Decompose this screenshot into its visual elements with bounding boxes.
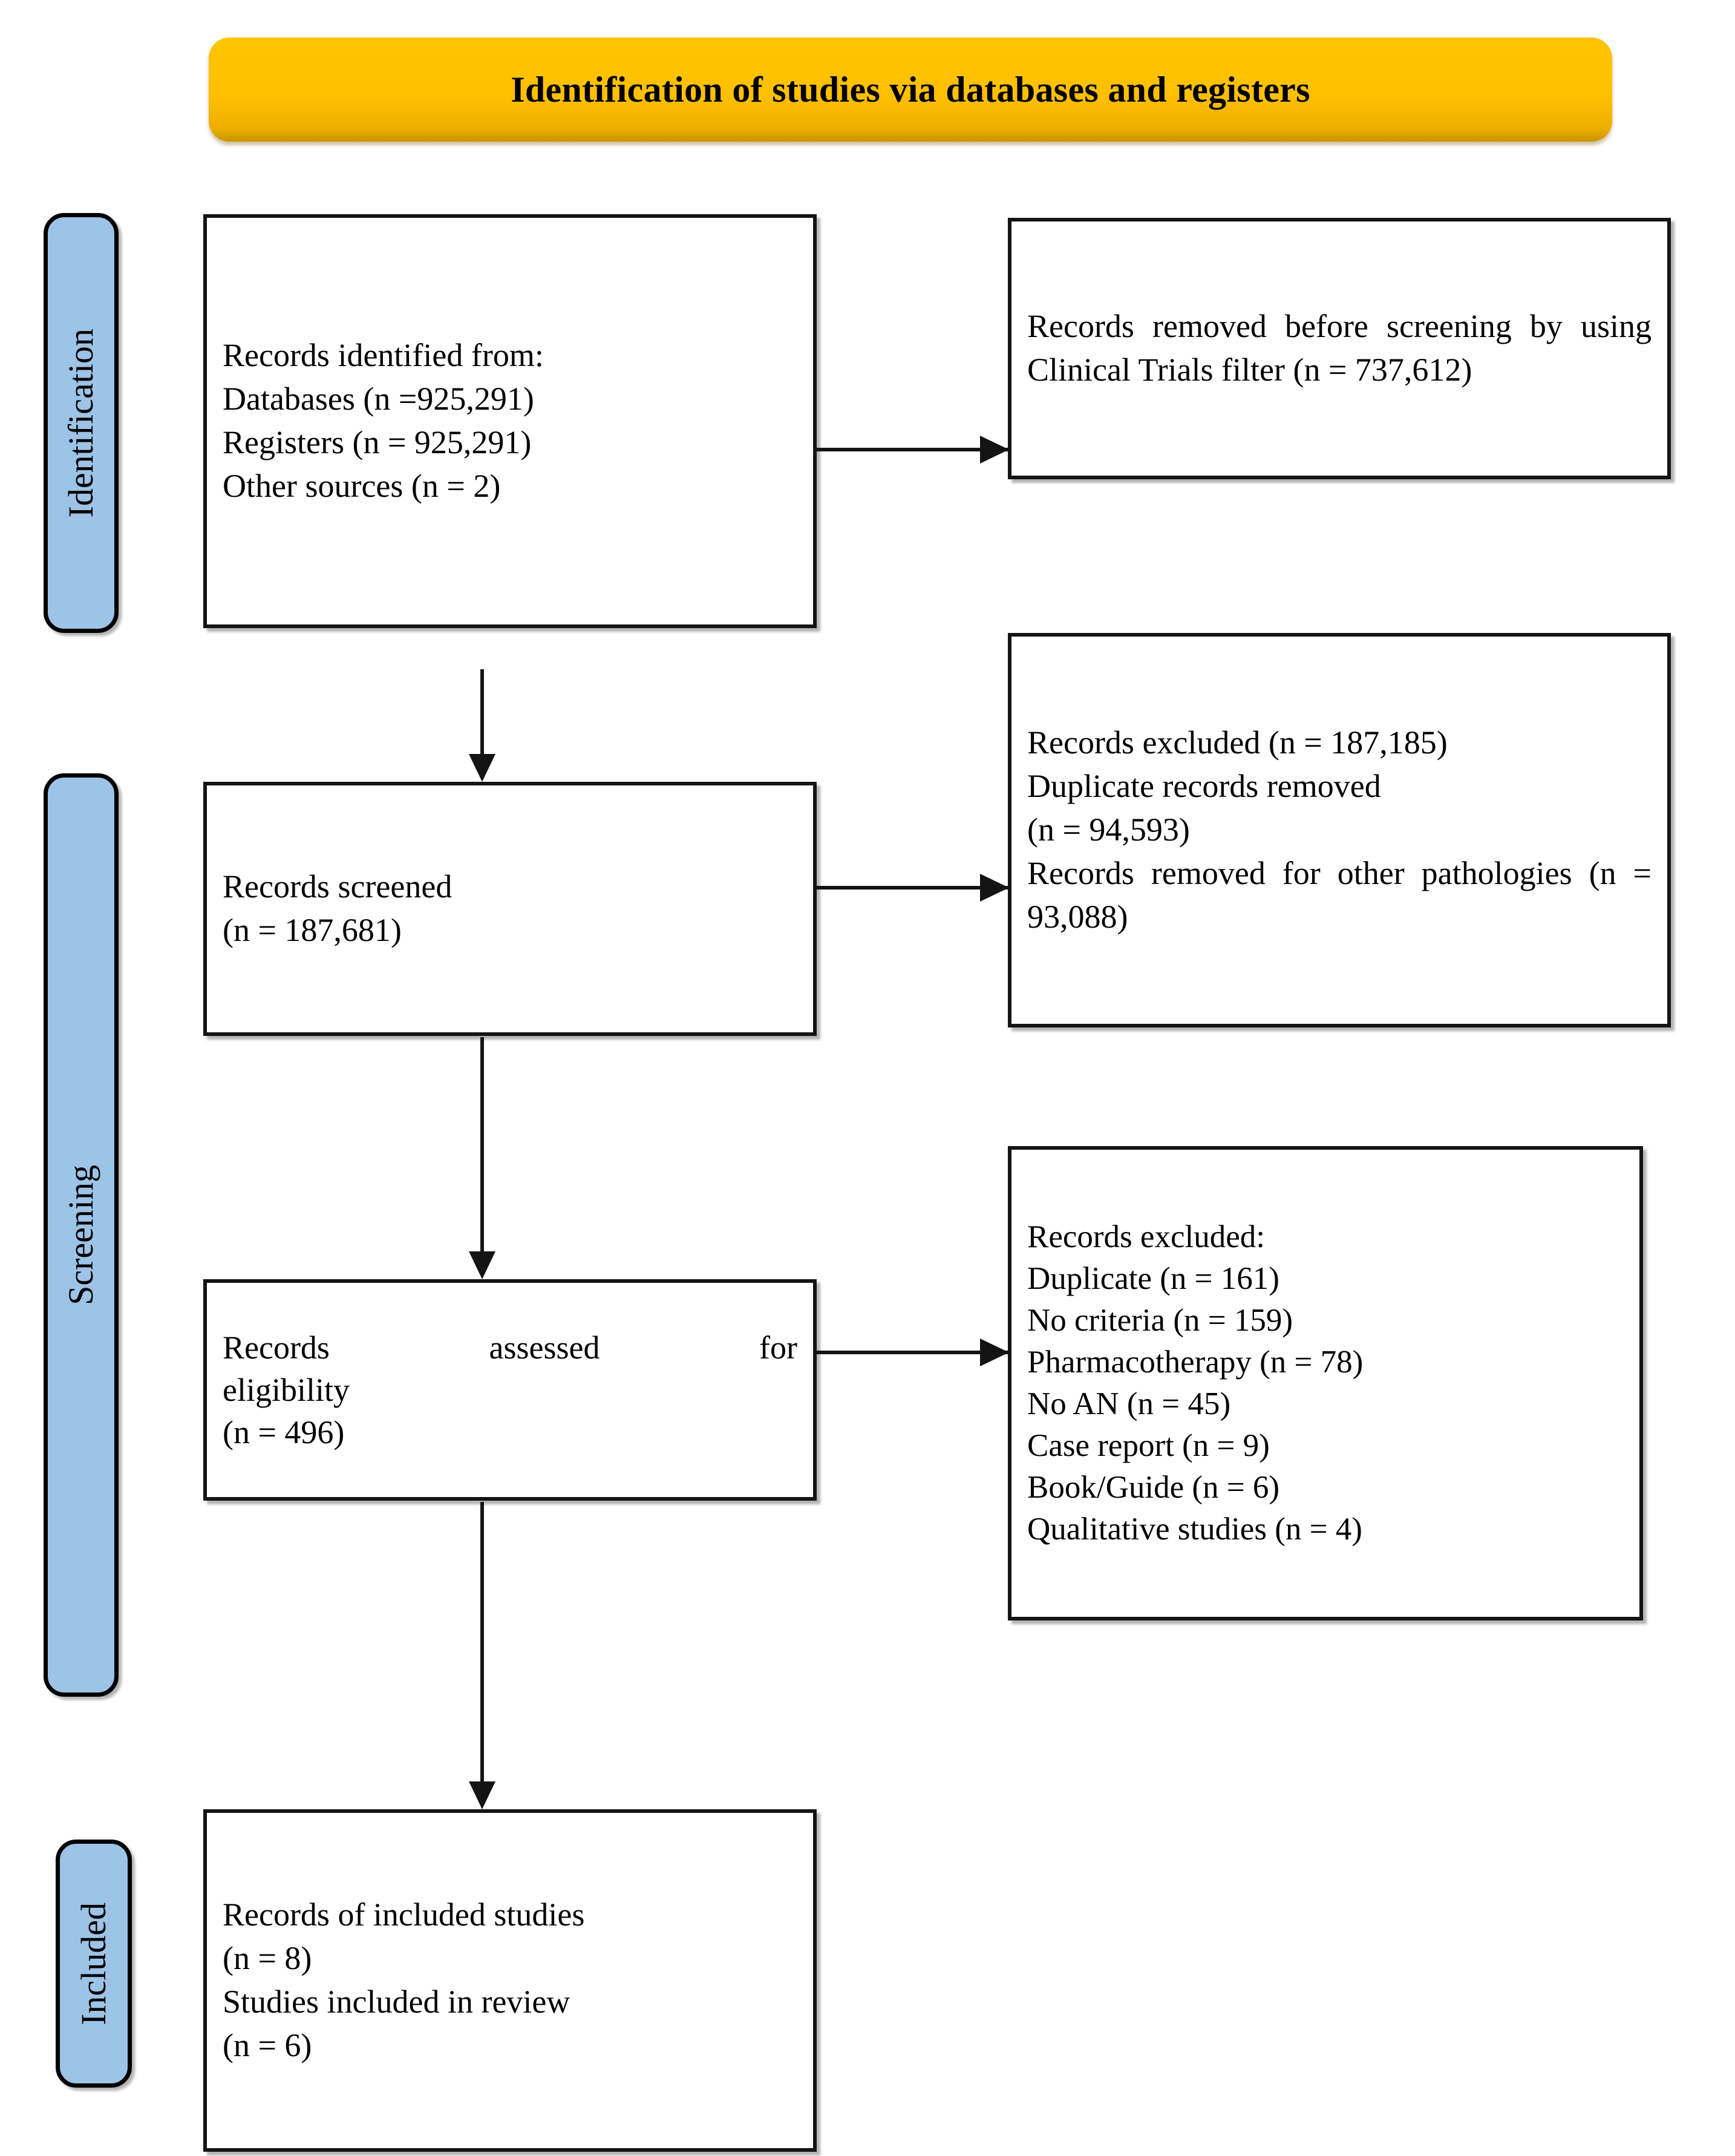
box-records-included-body: Records of included studies (n = 8) Stud… — [207, 1893, 813, 2067]
diagram-header-banner: Identification of studies via databases … — [209, 38, 1612, 142]
arrow-head-down-icon — [469, 754, 495, 782]
arrow-eligibility-to-excluded — [817, 1338, 1009, 1366]
box-records-removed-body: Records removed before screening by usin… — [1011, 305, 1667, 392]
excluded-eligibility-line-5: No AN (n = 45) — [1027, 1386, 1231, 1421]
arrow-shaft — [480, 669, 484, 754]
arrow-head-down-icon — [469, 1781, 495, 1809]
box-records-identified: Records identified from: Databases (n =9… — [203, 214, 817, 628]
excluded-eligibility-line-7: Book/Guide (n = 6) — [1027, 1469, 1280, 1505]
box-records-identified-body: Records identified from: Databases (n =9… — [207, 334, 813, 508]
arrow-screened-to-eligibility — [469, 1037, 495, 1279]
arrow-shaft — [480, 1502, 484, 1781]
excluded-eligibility-line-3: No criteria (n = 159) — [1027, 1303, 1293, 1338]
arrow-head-right-icon — [980, 874, 1009, 902]
stage-label-identification: Identification — [44, 213, 119, 633]
excluded-eligibility-line-8: Qualitative studies (n = 4) — [1027, 1511, 1362, 1547]
eligibility-line-3: (n = 496) — [223, 1414, 345, 1451]
records-removed-text: Records removed before screening by usin… — [1027, 308, 1652, 388]
stage-label-screening-text: Screening — [61, 1165, 100, 1305]
records-identified-line-3: Registers (n = 925,291) — [223, 424, 532, 460]
arrow-head-down-icon — [469, 1251, 495, 1279]
records-identified-line-4: Other sources (n = 2) — [223, 467, 501, 504]
excluded-eligibility-line-2: Duplicate (n = 161) — [1027, 1261, 1279, 1297]
stage-label-screening: Screening — [44, 773, 119, 1697]
excluded-screening-line-4: Records removed for other pathologies (n… — [1027, 854, 1652, 935]
diagram-title: Identification of studies via databases … — [511, 70, 1310, 110]
excluded-screening-line-3: (n = 94,593) — [1027, 811, 1190, 848]
excluded-screening-line-2: Duplicate records removed — [1027, 768, 1381, 805]
box-records-assessed-eligibility: Records assessed for eligibility (n = 49… — [203, 1279, 817, 1501]
included-line-3: Studies included in review — [223, 1984, 570, 2020]
box-records-screened-body: Records screened (n = 187,681) — [207, 865, 813, 952]
records-screened-line-1: Records screened — [223, 868, 453, 905]
box-records-excluded-screening: Records excluded (n = 187,185) Duplicate… — [1008, 633, 1671, 1027]
arrow-head-right-icon — [980, 1338, 1009, 1366]
box-records-excluded-eligibility: Records excluded: Duplicate (n = 161) No… — [1008, 1146, 1643, 1620]
box-records-included: Records of included studies (n = 8) Stud… — [203, 1809, 817, 2152]
arrow-head-right-icon — [980, 436, 1009, 464]
box-records-excluded-eligibility-body: Records excluded: Duplicate (n = 161) No… — [1011, 1216, 1639, 1550]
stage-label-included: Included — [56, 1840, 132, 2088]
records-screened-line-2: (n = 187,681) — [223, 912, 402, 948]
arrow-identified-to-removed — [817, 436, 1009, 464]
arrow-screened-to-excluded — [817, 874, 1009, 902]
excluded-screening-line-1: Records excluded (n = 187,185) — [1027, 724, 1448, 761]
eligibility-line-1: Records assessed for — [223, 1329, 797, 1366]
stage-label-included-text: Included — [74, 1902, 113, 2025]
arrow-shaft — [817, 1351, 1008, 1354]
included-line-2: (n = 8) — [223, 1940, 312, 1977]
included-line-1: Records of included studies — [223, 1896, 585, 1933]
stage-label-identification-text: Identification — [61, 328, 100, 518]
arrow-identified-to-screened — [469, 669, 495, 782]
records-identified-line-2: Databases (n =925,291) — [223, 381, 534, 418]
excluded-eligibility-line-6: Case report (n = 9) — [1027, 1427, 1270, 1463]
excluded-eligibility-line-4: Pharmacotherapy (n = 78) — [1027, 1345, 1364, 1380]
excluded-eligibility-line-1: Records excluded: — [1027, 1219, 1265, 1255]
box-records-assessed-body: Records assessed for eligibility (n = 49… — [207, 1326, 813, 1454]
box-records-screened: Records screened (n = 187,681) — [203, 782, 817, 1036]
box-records-excluded-screening-body: Records excluded (n = 187,185) Duplicate… — [1011, 721, 1667, 939]
arrow-eligibility-to-included — [469, 1502, 495, 1809]
included-line-4: (n = 6) — [223, 2027, 312, 2063]
box-records-removed-before-screening: Records removed before screening by usin… — [1008, 218, 1671, 479]
eligibility-line-2: eligibility — [223, 1371, 350, 1408]
arrow-shaft — [480, 1037, 484, 1251]
arrow-shaft — [817, 886, 1008, 890]
records-identified-line-1: Records identified from: — [223, 337, 544, 374]
arrow-shaft — [817, 448, 1008, 451]
